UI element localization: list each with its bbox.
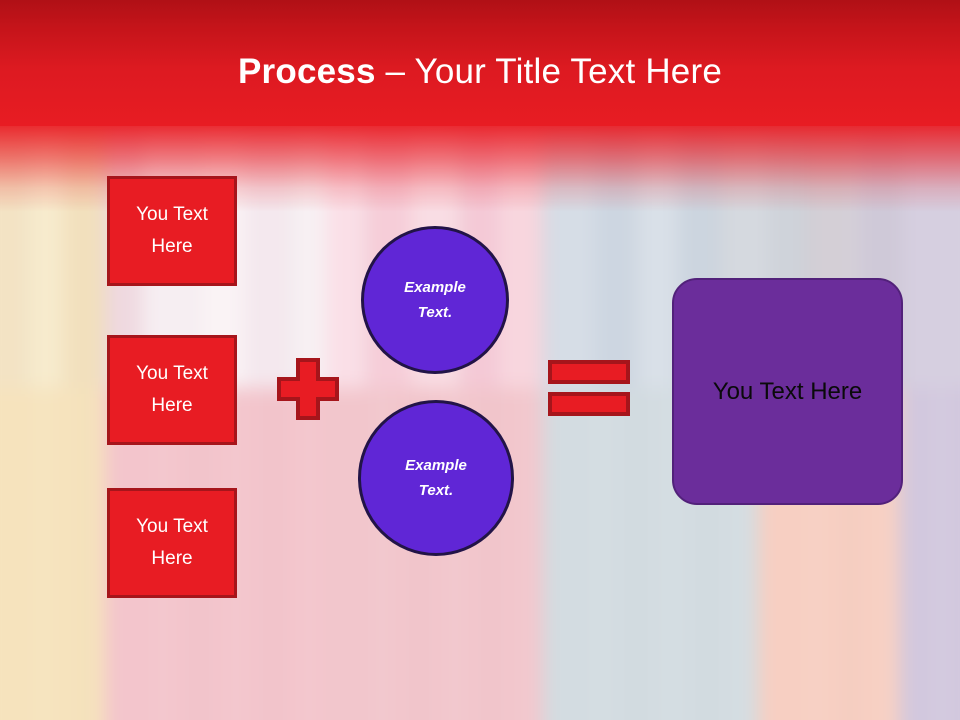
background-stripe xyxy=(763,0,765,424)
input-box-1[interactable]: You Text Here xyxy=(107,176,237,286)
background-stripe-lower xyxy=(454,388,456,720)
background-stripe-lower xyxy=(308,388,311,720)
background-stripe-lower xyxy=(381,388,384,720)
example-circle-2[interactable]: Example Text. xyxy=(358,400,514,556)
result-box-label: You Text Here xyxy=(712,377,863,405)
input-box-1-label: You Text Here xyxy=(136,204,208,257)
background-stripe-lower xyxy=(526,388,529,720)
background-stripe xyxy=(719,0,721,424)
result-box[interactable]: You Text Here xyxy=(672,278,903,505)
input-box-3-label: You Text Here xyxy=(136,516,208,569)
background-stripe-lower xyxy=(271,388,274,720)
background-stripe-lower xyxy=(813,388,816,720)
input-box-2-label: You Text Here xyxy=(136,363,208,416)
example-circle-1-line2: Text. xyxy=(417,304,453,321)
background-stripe xyxy=(855,0,857,424)
background-stripe-lower xyxy=(849,388,851,720)
background-stripe xyxy=(25,0,27,424)
example-circle-1[interactable]: Example Text. xyxy=(361,226,509,374)
example-circle-2-line2: Text. xyxy=(418,482,454,499)
equals-icon xyxy=(548,360,630,416)
background-stripe xyxy=(367,0,369,424)
background-stripe xyxy=(287,0,289,424)
input-box-2[interactable]: You Text Here xyxy=(107,335,237,445)
background-stripe-lower xyxy=(41,388,44,720)
header-banner xyxy=(0,0,960,126)
background-band-lower xyxy=(900,388,960,720)
background-stripe xyxy=(61,0,63,424)
background-stripe-lower xyxy=(598,388,601,720)
background-stripe-lower xyxy=(884,388,887,720)
background-stripe xyxy=(501,0,503,424)
background-stripe-lower xyxy=(670,388,673,720)
background-stripe-lower xyxy=(83,388,86,720)
background-stripe xyxy=(900,0,902,424)
plus-icon xyxy=(277,358,339,420)
background-stripe-lower xyxy=(634,388,637,720)
background-stripe xyxy=(807,0,809,424)
background-stripe xyxy=(461,0,463,424)
background-stripe-lower xyxy=(706,388,709,720)
page-title: Process – Your Title Text Here xyxy=(0,50,960,94)
background-stripe xyxy=(105,0,107,424)
background-stripe xyxy=(325,0,327,424)
background-stripe xyxy=(543,0,545,424)
background-stripe xyxy=(591,0,593,424)
page-title-rest: – Your Title Text Here xyxy=(375,52,722,91)
input-box-3[interactable]: You Text Here xyxy=(107,488,237,598)
background-stripe-lower xyxy=(490,388,493,720)
background-stripe xyxy=(243,0,245,424)
page-title-strong: Process xyxy=(238,52,376,91)
background-stripe xyxy=(675,0,677,424)
background-stripe-lower xyxy=(742,388,745,720)
background-stripe-lower xyxy=(940,388,942,720)
example-circle-1-line1: Example xyxy=(404,279,466,296)
example-circle-2-line1: Example xyxy=(405,457,467,474)
background-stripe xyxy=(413,0,415,424)
background-stripe xyxy=(635,0,637,424)
